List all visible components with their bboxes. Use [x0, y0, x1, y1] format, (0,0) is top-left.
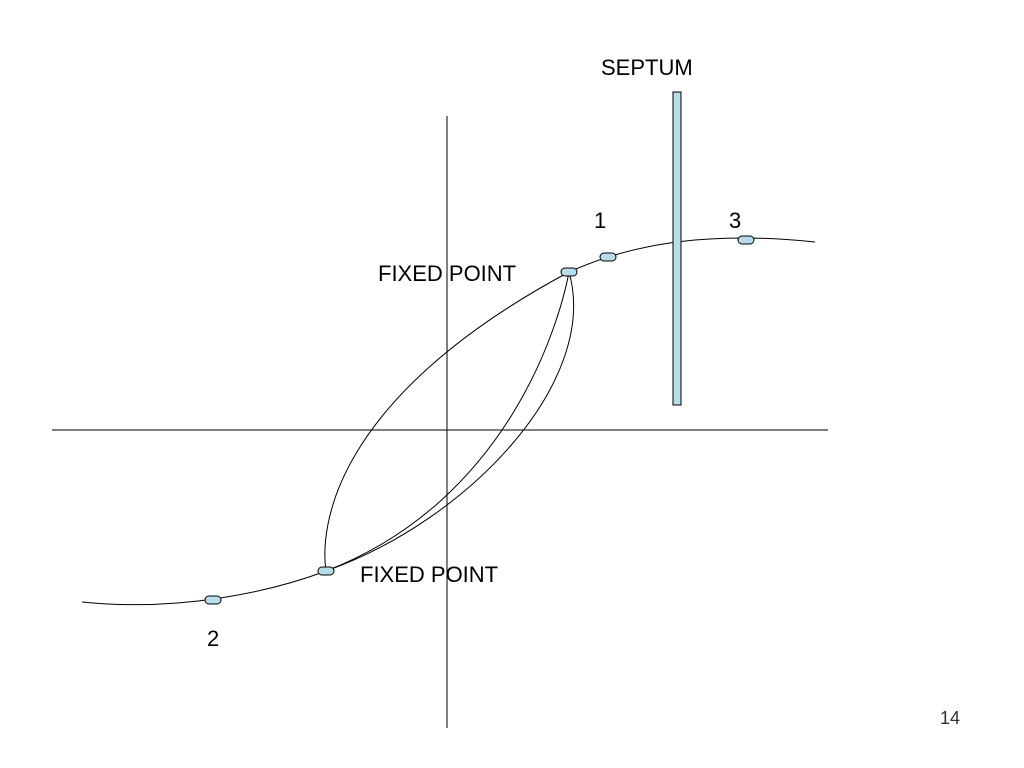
point-2-label: 2 — [207, 626, 219, 651]
septum-label: SEPTUM — [601, 55, 693, 80]
septum-bar — [672, 91, 682, 406]
point-2-marker — [204, 595, 222, 605]
separatrix-curve — [81, 237, 816, 606]
lens-upper-arc — [325, 271, 575, 572]
page-number: 14 — [940, 708, 960, 728]
point-3-label: 3 — [729, 208, 741, 233]
fixed-point-lower-label: FIXED POINT — [360, 562, 498, 587]
fixed-point-upper-marker — [560, 267, 578, 277]
point-3-marker — [737, 235, 755, 245]
point-1-label: 1 — [594, 208, 606, 233]
fixed-point-upper-label: FIXED POINT — [378, 261, 516, 286]
fixed-point-lower-marker — [317, 566, 335, 576]
lens-lower-arc — [324, 271, 570, 572]
point-1-marker — [599, 252, 617, 262]
